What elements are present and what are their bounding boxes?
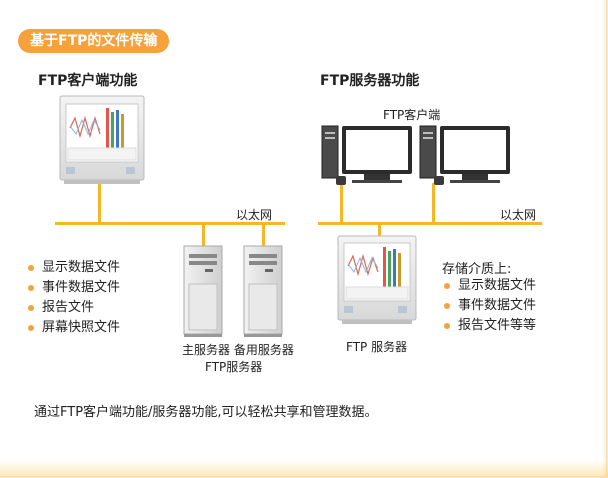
list-item: 事件数据文件 [444,296,536,316]
list-item: 屏幕快照文件 [28,318,120,338]
list-item: 事件数据文件 [28,278,120,298]
client-recorder-drop [98,180,101,223]
backup-server-icon [243,245,283,337]
main-server-icon [183,245,223,337]
list-item-label: 事件数据文件 [458,298,537,313]
pc2-drop [432,183,435,223]
right-glow [602,0,608,478]
bullet-icon [28,265,34,271]
main-server-drop [202,224,205,246]
list-item-label: 报告文件 [42,300,95,315]
storage-file-list: 显示数据文件 事件数据文件 报告文件等等 [444,276,536,336]
list-item: 报告文件等等 [444,316,536,336]
server-recorder-drop [378,224,381,236]
bottom-glow [0,460,608,478]
pc1-icon [321,125,412,185]
servers-label: 主服务器 备用服务器 [182,343,294,357]
server-network-label: 以太网 [500,208,537,222]
bullet-icon [444,303,450,309]
footer-note: 通过FTP客户端功能/服务器功能,可以轻松共享和管理数据。 [34,405,378,420]
pc1-drop [340,183,343,223]
client-ethernet-line [55,222,285,225]
backup-server-drop [262,224,265,246]
list-item: 报告文件 [28,298,120,318]
client-network-label: 以太网 [236,208,273,222]
bullet-icon [28,325,34,331]
list-item-label: 显示数据文件 [42,260,121,275]
client-recorder-icon [59,95,145,184]
list-item-label: 事件数据文件 [42,280,121,295]
server-ethernet-line [318,222,542,225]
pc2-icon [419,125,510,185]
bullet-icon [444,283,450,289]
server-recorder-icon [337,235,417,324]
client-heading: FTP客户端功能 [38,73,138,89]
servers-caption: FTP服务器 [205,360,263,374]
storage-title: 存储介质上: [442,262,512,277]
list-item: 显示数据文件 [444,276,536,296]
ftp-server-label: FTP 服务器 [346,340,408,354]
header-title: 基于FTP的文件传输 [18,29,170,53]
list-item-label: 显示数据文件 [458,278,537,293]
client-file-list: 显示数据文件 事件数据文件 报告文件 屏幕快照文件 [28,258,120,338]
bullet-icon [28,285,34,291]
ftp-clients-label: FTP客户端 [383,108,441,122]
bullet-icon [444,323,450,329]
server-heading: FTP服务器功能 [320,73,420,89]
bullet-icon [28,305,34,311]
list-item-label: 屏幕快照文件 [42,320,121,335]
list-item-label: 报告文件等等 [458,318,537,333]
list-item: 显示数据文件 [28,258,120,278]
